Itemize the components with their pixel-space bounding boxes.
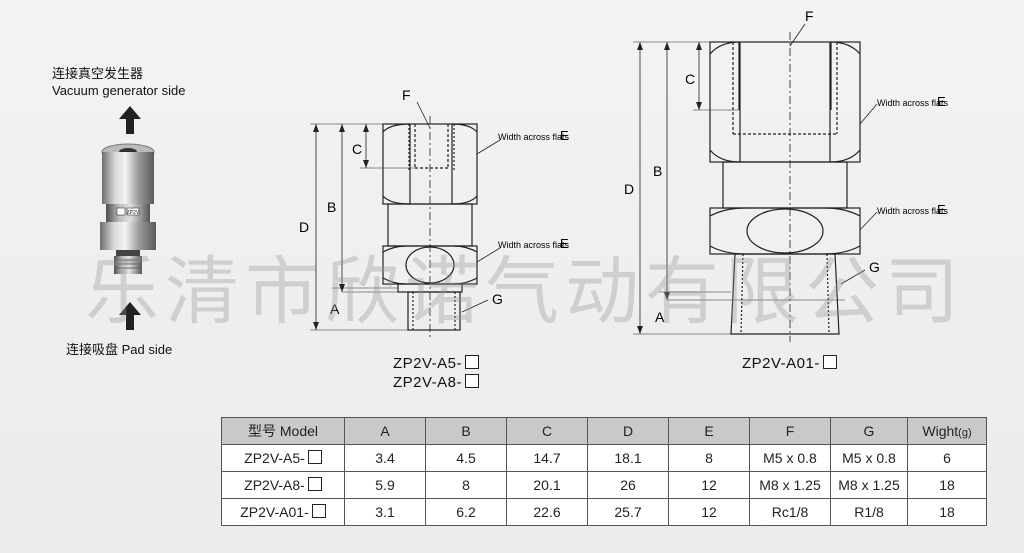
table-row: ZP2V-A5- 3.4 4.5 14.7 18.1 8 M5 x 0.8 M5… [221,444,987,472]
cell-f: Rc1/8 [749,498,831,526]
cell-weight: 18 [907,498,987,526]
cell-e: 12 [668,471,750,499]
cell-a: 3.1 [344,498,426,526]
cell-b: 8 [425,471,507,499]
header-d: D [587,417,669,445]
cell-c: 14.7 [506,444,588,472]
header-f: F [749,417,831,445]
cell-model: ZP2V-A8- [221,471,345,499]
dim-label-c: C [352,141,362,157]
product-photo: ZP2V [100,143,156,274]
cell-g: R1/8 [830,498,908,526]
product-marking: ZP2V [127,210,140,216]
table-row: ZP2V-A8- 5.9 8 20.1 26 12 M8 x 1.25 M8 x… [221,471,987,499]
cell-b: 6.2 [425,498,507,526]
vacuum-side-label-cn: 连接真空发生器 [52,66,144,81]
header-weight: Wight(g) [907,417,987,445]
spec-table: 型号 Model A B C D E F G Wight(g) ZP2V-A5-… [221,417,987,526]
cell-c: 20.1 [506,471,588,499]
cell-f: M8 x 1.25 [749,471,831,499]
cell-model: ZP2V-A01- [221,498,345,526]
dim-label-c-large: C [685,71,695,87]
dim-label-d-large: D [624,181,634,197]
table-header-row: 型号 Model A B C D E F G Wight(g) [221,417,987,445]
cell-d: 25.7 [587,498,669,526]
arrow-up-icon [119,106,141,134]
cell-weight: 18 [907,471,987,499]
cell-a: 3.4 [344,444,426,472]
cell-d: 18.1 [587,444,669,472]
vacuum-side-label-en: Vacuum generator side [52,83,186,98]
dim-label-f-large: F [805,8,814,24]
cell-b: 4.5 [425,444,507,472]
header-g: G [830,417,908,445]
dim-label-d: D [299,219,309,235]
dim-label-g-large: G [869,259,880,275]
dim-label-g: G [492,291,503,307]
flats-e-upper: E [560,128,569,143]
header-e: E [668,417,750,445]
cell-f: M5 x 0.8 [749,444,831,472]
cell-g: M8 x 1.25 [830,471,908,499]
dim-label-a-large: A [655,309,665,325]
drawing-large-fitting: D B C A F G Width across flats E Width a… [624,8,949,342]
pad-side-label: 连接吸盘 Pad side [66,342,173,357]
cell-d: 26 [587,471,669,499]
cell-e: 8 [668,444,750,472]
dim-label-b-large: B [653,163,662,179]
caption-a01: ZP2V-A01- [742,355,837,372]
flats-e-lower-large: E [937,202,946,217]
header-c: C [506,417,588,445]
flats-label-upper-large: Width across flats [877,98,949,108]
drawing-small-fitting: D B C A F G Width across flats E Width a… [299,87,570,338]
header-model: 型号 Model [221,417,345,445]
header-a: A [344,417,426,445]
caption-a5: ZP2V-A5- [393,355,480,372]
table-row: ZP2V-A01- 3.1 6.2 22.6 25.7 12 Rc1/8 R1/… [221,498,987,526]
flats-e-upper-large: E [937,94,946,109]
flats-label-lower-large: Width across flats [877,206,949,216]
dim-label-a: A [330,301,340,317]
cell-e: 12 [668,498,750,526]
flats-e-lower: E [560,236,569,251]
caption-a8: ZP2V-A8- [393,374,480,391]
flats-label-upper: Width across flats [498,132,570,142]
flats-label-lower: Width across flats [498,240,570,250]
cell-a: 5.9 [344,471,426,499]
cell-weight: 6 [907,444,987,472]
dim-label-f: F [402,87,411,103]
dim-label-b: B [327,199,336,215]
cell-model: ZP2V-A5- [221,444,345,472]
cell-c: 22.6 [506,498,588,526]
arrow-up-icon [119,302,141,330]
cell-g: M5 x 0.8 [830,444,908,472]
header-b: B [425,417,507,445]
